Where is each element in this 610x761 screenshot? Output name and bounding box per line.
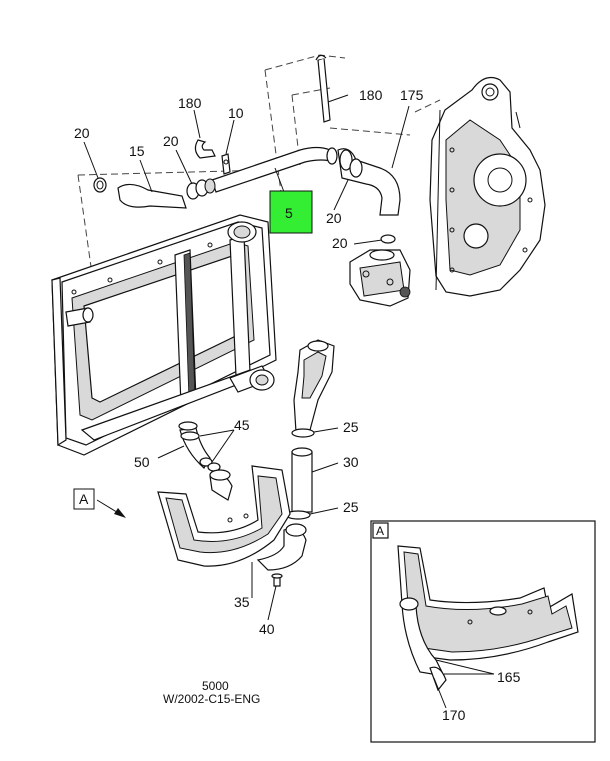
clamp-20-left xyxy=(93,177,107,193)
clamp-25-upper xyxy=(291,428,315,438)
bracket-10 xyxy=(221,153,231,175)
hose-15 xyxy=(117,183,187,209)
water-pump xyxy=(349,249,411,307)
callout-180-right: 180 xyxy=(359,87,383,103)
callout-15: 15 xyxy=(129,143,145,159)
radiator-frame xyxy=(51,214,277,456)
tube-30 xyxy=(291,447,313,513)
outlet-elbow xyxy=(293,339,335,433)
leader-lines xyxy=(83,94,495,709)
detail-inset-a xyxy=(370,520,596,743)
callout-20-pump: 20 xyxy=(326,210,342,226)
upper-coolant-pipe xyxy=(211,146,338,193)
callout-10: 10 xyxy=(228,105,244,121)
callout-170: 170 xyxy=(442,707,466,723)
footer-code: 5000 xyxy=(202,679,229,693)
callout-40: 40 xyxy=(259,621,275,637)
callout-25-lower: 25 xyxy=(343,499,359,515)
callout-20-lower: 20 xyxy=(332,235,348,251)
callout-20-left: 20 xyxy=(74,125,90,141)
clamp-20-lower xyxy=(380,234,396,244)
crossmember-35 xyxy=(157,465,307,571)
inset-marker-a: A xyxy=(376,524,384,538)
view-marker-box xyxy=(73,488,95,510)
clamp-20-mid xyxy=(186,178,216,200)
callout-20-mid: 20 xyxy=(163,133,179,149)
callout-180-left: 180 xyxy=(178,95,202,111)
highlight-box-5 xyxy=(269,190,313,234)
callout-175: 175 xyxy=(400,87,424,103)
elbow-hose-175 xyxy=(337,148,401,216)
callout-25-upper: 25 xyxy=(343,419,359,435)
view-arrow xyxy=(96,499,126,518)
callout-50: 50 xyxy=(134,454,150,470)
callout-5: 5 xyxy=(285,205,293,221)
callout-35: 35 xyxy=(234,594,250,610)
callout-165: 165 xyxy=(497,669,521,685)
footer-drawing-id: W/2002-C15-ENG xyxy=(163,692,260,706)
view-marker-a: A xyxy=(79,491,89,507)
callout-labels: 180 10 180 175 20 15 20 5 20 20 45 25 50… xyxy=(74,87,521,723)
engine-front-cover xyxy=(429,77,546,297)
hose-180-left xyxy=(194,139,216,159)
callout-30: 30 xyxy=(343,454,359,470)
hose-180-right xyxy=(315,54,331,123)
bolt-40 xyxy=(271,573,283,587)
callout-45: 45 xyxy=(234,417,250,433)
clamp-45 xyxy=(180,431,221,472)
